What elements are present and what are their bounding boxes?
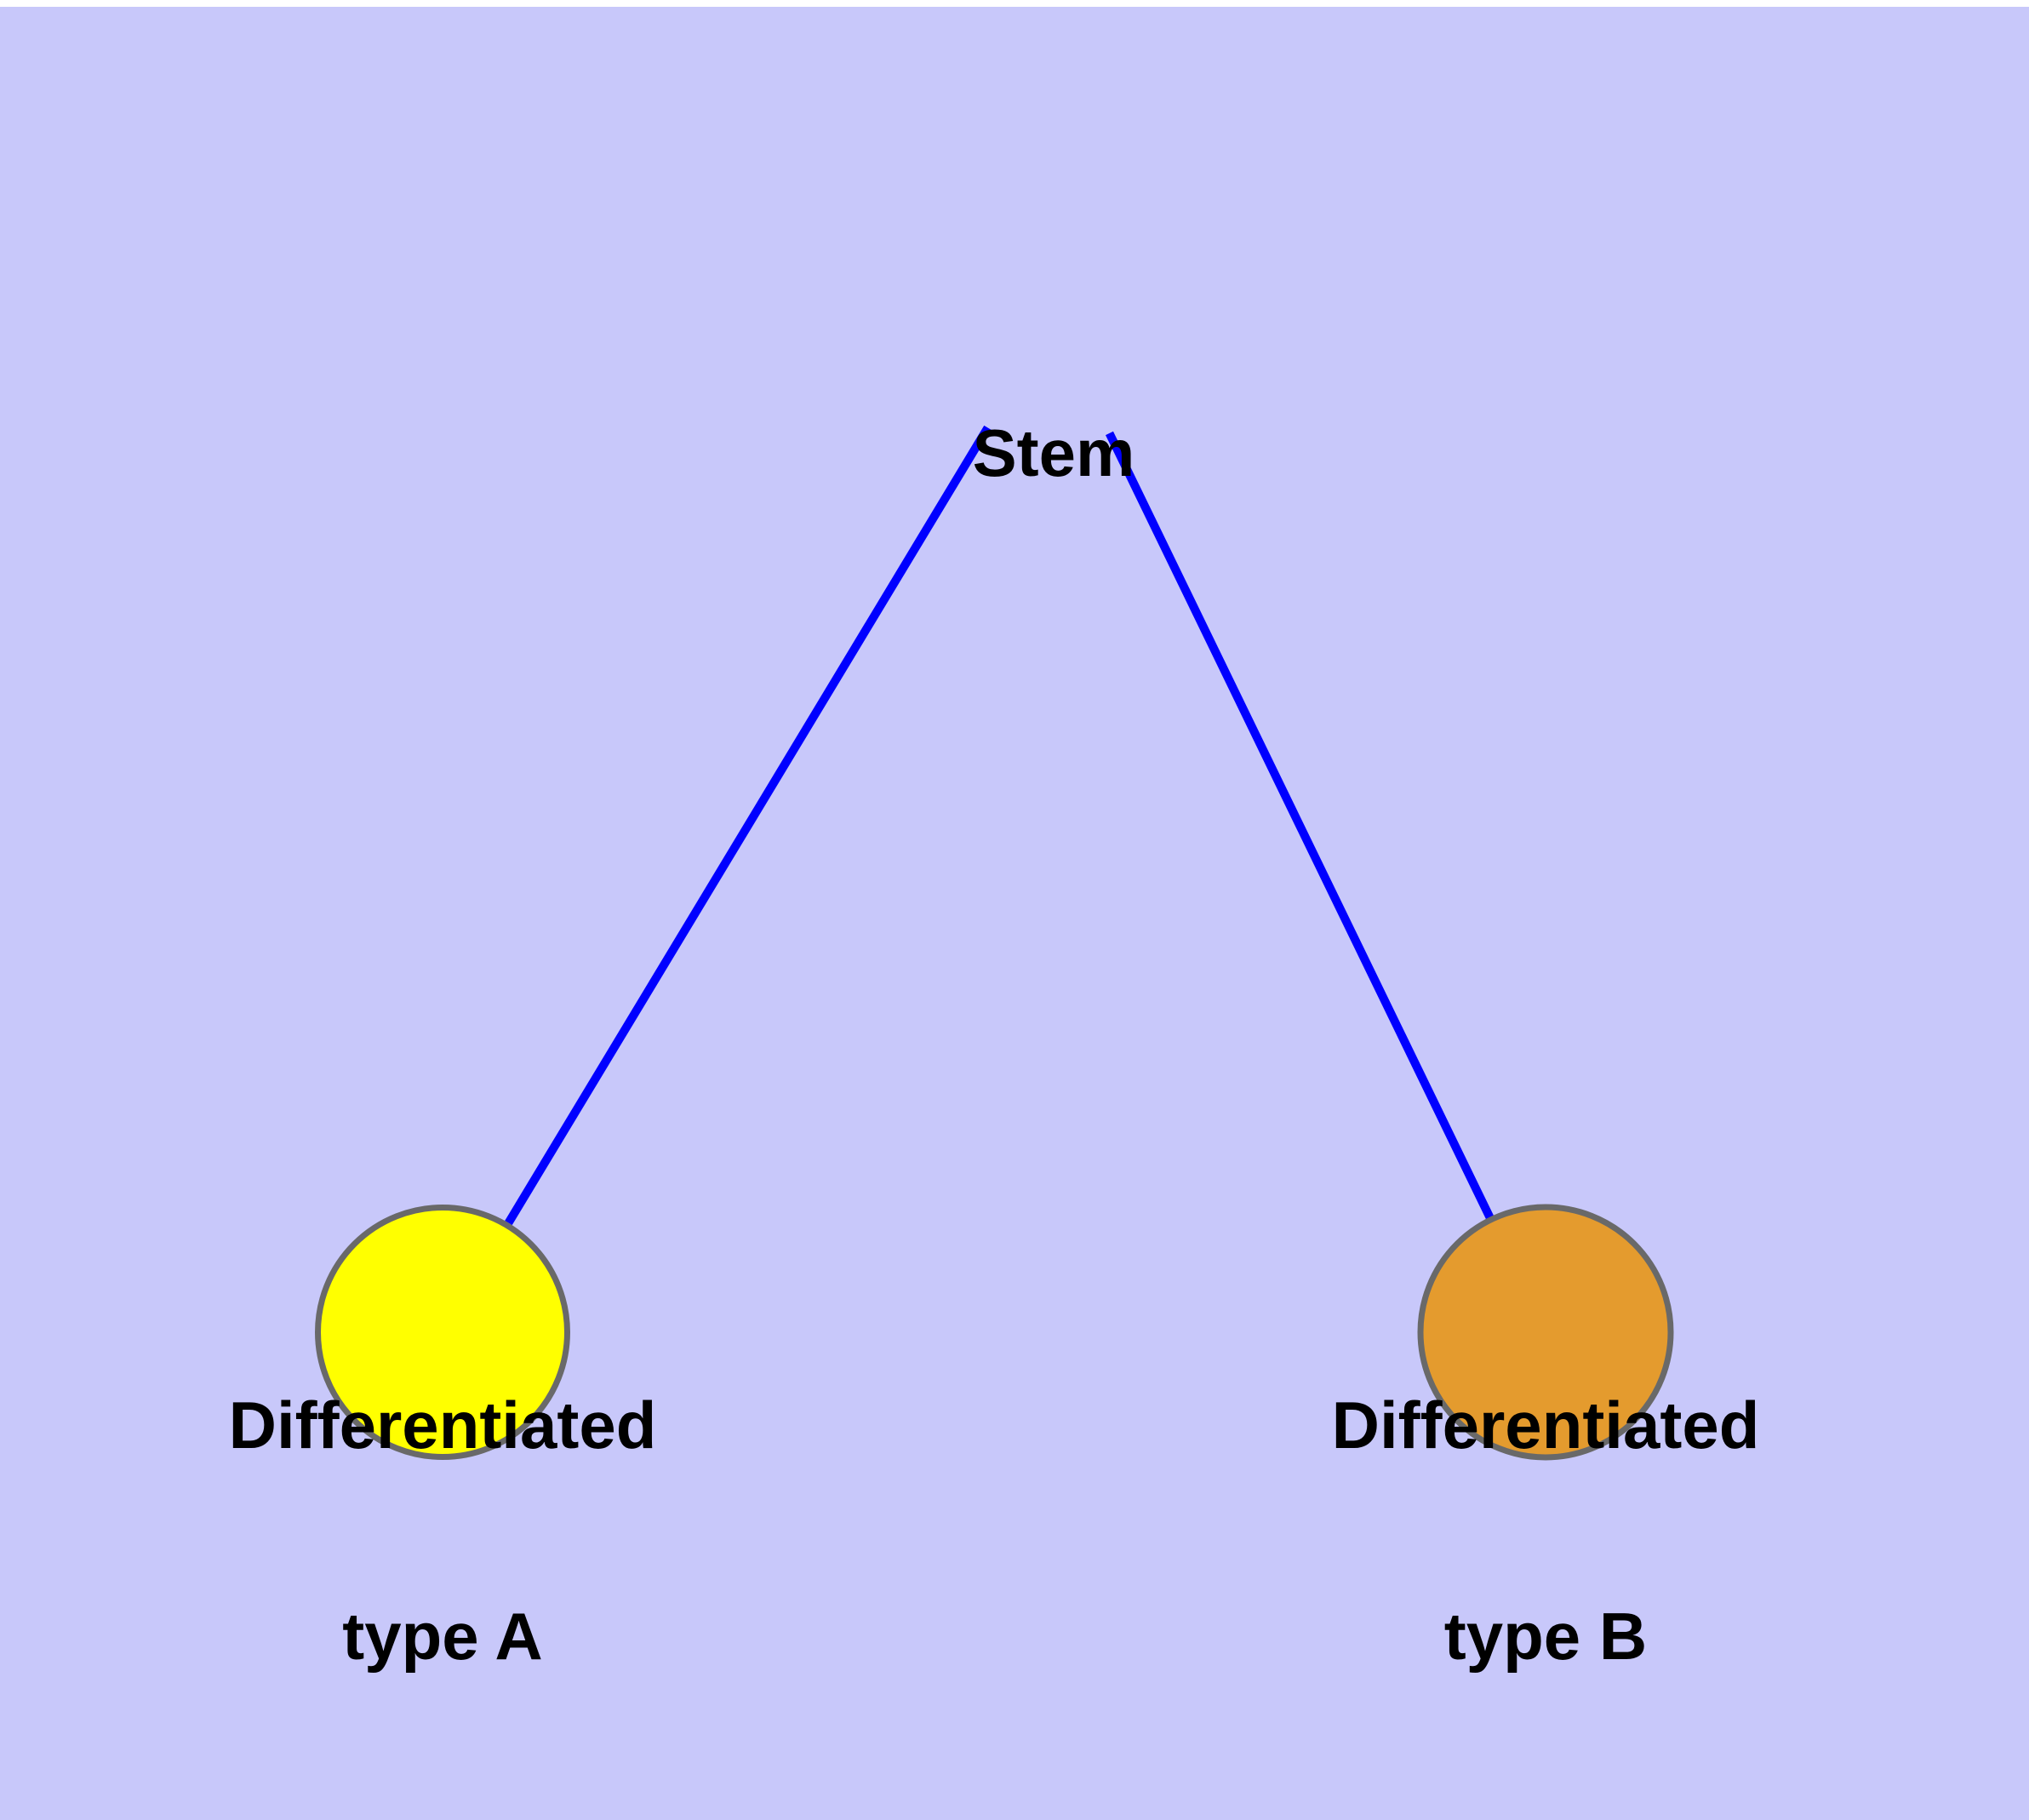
node-layer <box>315 1204 1674 1461</box>
edge-stem-to-diff-b <box>1105 431 1495 1220</box>
edge-layer <box>505 425 1495 1226</box>
plot-background: Stem Differentiated type A Differentiate… <box>0 7 2029 1820</box>
node-stem[interactable] <box>315 1205 570 1460</box>
node-differentiated-type-b[interactable] <box>1417 1204 1674 1461</box>
edge-stem-to-diff-a <box>505 425 992 1226</box>
graph-svg <box>315 425 1674 1461</box>
